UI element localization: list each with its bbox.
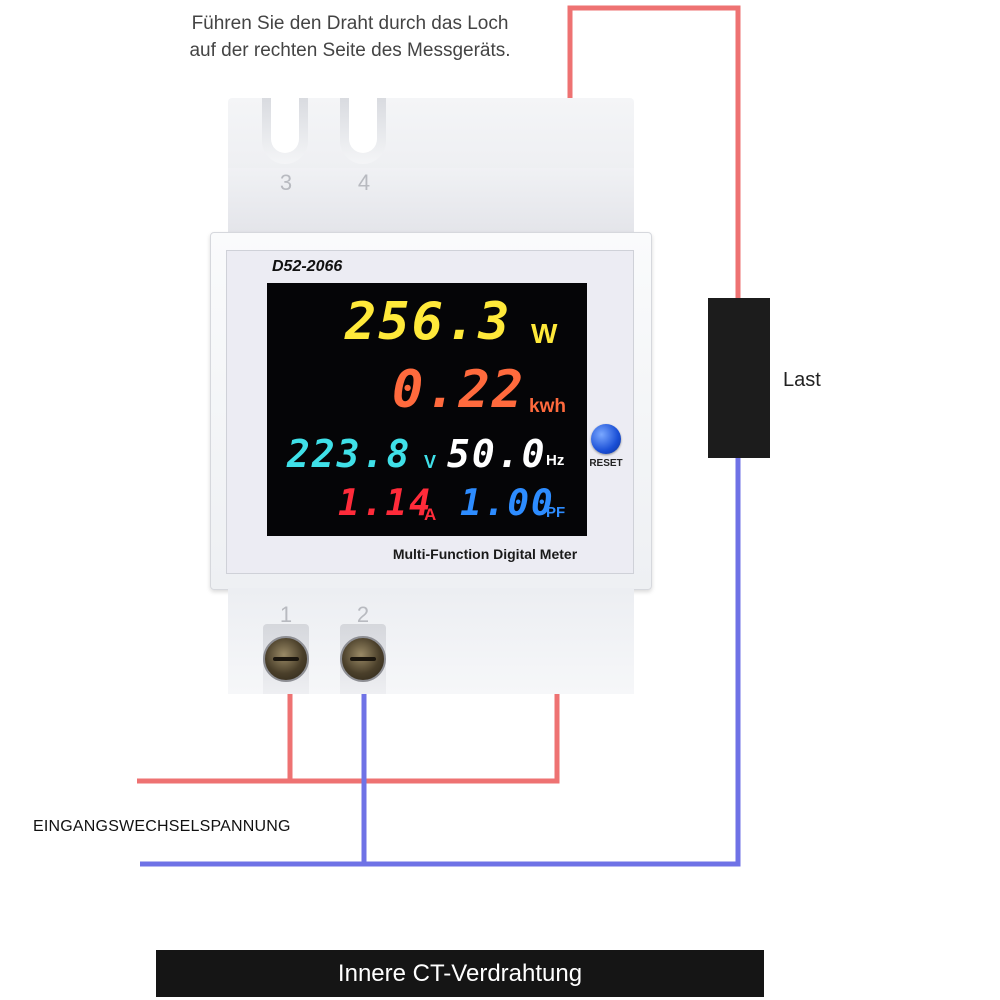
terminal-number-1: 1 [279, 602, 293, 627]
voltage-value: 223.8 [287, 432, 412, 476]
voltage-unit: V [424, 452, 437, 472]
wiring-instruction: Führen Sie den Draht durch das Loch auf … [130, 10, 570, 64]
meter-top-band [228, 168, 634, 232]
current-value: 1.14 [338, 483, 433, 524]
terminal-number-3: 3 [279, 170, 293, 195]
power-unit: W [531, 318, 558, 349]
meter-label: Multi-Function Digital Meter [392, 546, 578, 562]
terminal-1-screw-icon [263, 636, 309, 682]
power-factor-unit: PF [546, 504, 566, 521]
power-value: 256.3 [345, 292, 512, 352]
terminal1-live-wire [287, 690, 560, 784]
energy-value: 0.22 [392, 360, 526, 420]
frequency-value: 50.0 [447, 432, 547, 476]
instruction-line-1: Führen Sie den Draht durch das Loch [191, 13, 509, 34]
power-factor-value: 1.00 [460, 483, 555, 524]
terminal-number-2: 2 [356, 602, 370, 627]
energy-unit: kwh [529, 396, 566, 417]
frequency-unit: Hz [546, 452, 565, 469]
reset-label: RESET [589, 458, 623, 469]
current-unit: A [424, 505, 437, 524]
load-live-wire [567, 5, 741, 298]
caption-banner [156, 950, 764, 997]
input-voltage-label: EINGANGSWECHSELSPANNUNG [33, 818, 291, 835]
load-label: Last [783, 369, 821, 391]
terminal-4-hole [340, 98, 386, 164]
lcd-display [267, 283, 587, 536]
caption-text: Innere CT-Verdrahtung [337, 960, 583, 987]
load-neutral-wire [140, 458, 741, 867]
load-box [708, 298, 770, 458]
model-number: D52-2066 [272, 258, 343, 275]
terminal-number-4: 4 [357, 170, 371, 195]
terminal-3-hole [262, 98, 308, 164]
reset-button[interactable] [591, 424, 621, 454]
terminal-2-screw-icon [340, 636, 386, 682]
instruction-line-2: auf der rechten Seite des Messgeräts. [189, 40, 511, 61]
